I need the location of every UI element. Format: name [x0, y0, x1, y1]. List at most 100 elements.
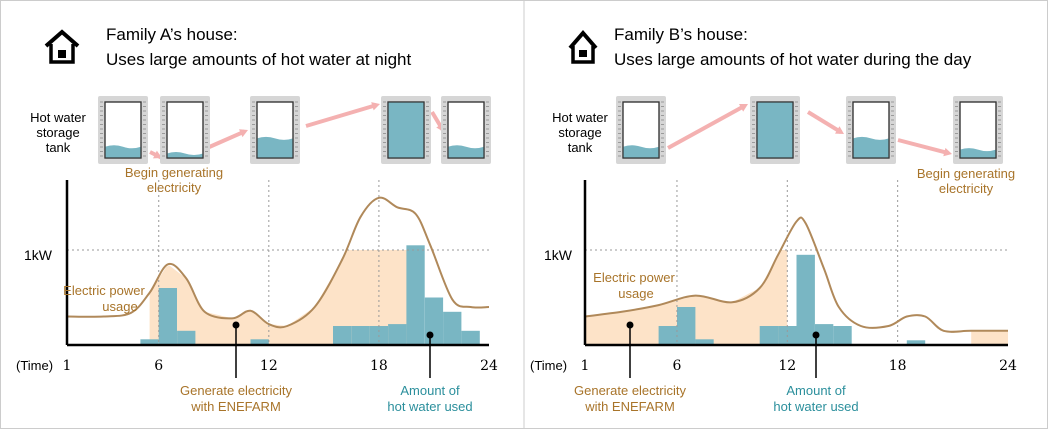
generate-label-line1: Generate electricity [574, 383, 686, 398]
tank-label-line3: tank [568, 140, 593, 155]
hot-water-bar [140, 339, 159, 345]
water-label-line2: hot water used [773, 399, 858, 414]
power-label-line1: Electric power [593, 270, 675, 285]
tank-outline [166, 101, 204, 159]
water-pointer-dot [426, 331, 434, 339]
hot-water-bar [424, 297, 444, 345]
x-axis-label: (Time) [16, 358, 53, 373]
x-tick-label: 6 [154, 358, 163, 374]
tank-label-line2: storage [558, 125, 601, 140]
x-tick-label: 12 [260, 358, 278, 374]
x-tick-label: 18 [370, 358, 388, 374]
hot-water-bar [695, 339, 714, 345]
tank-outline [959, 101, 997, 159]
generation-area [149, 250, 416, 345]
house-icon [44, 29, 80, 64]
chart-family-a: 1 6 12 18 24 [63, 180, 498, 374]
power-label-line1: Electric power [63, 283, 145, 298]
tank-arrow-head [371, 102, 380, 111]
tank-arrow-head [835, 126, 844, 134]
hot-water-bar [333, 326, 352, 345]
x-tick-label: 24 [999, 358, 1017, 374]
tank-sequence [98, 96, 491, 164]
tank-outline [447, 101, 485, 159]
tank-outline [756, 101, 794, 159]
x-tick-label: 6 [672, 358, 681, 374]
generate-pointer-dot [626, 321, 634, 329]
tank-outline [387, 101, 425, 159]
generate-label-line2: with ENEFARM [190, 399, 281, 414]
hot-water-bar [759, 326, 779, 345]
hot-water-bar [658, 326, 677, 345]
power-usage-line [584, 216, 1008, 333]
tank-water [853, 136, 889, 158]
panel-title-line1: Family A’s house: [106, 25, 238, 44]
power-usage-line [66, 196, 490, 329]
tank-arrow [206, 129, 246, 150]
generate-label-line2: with ENEFARM [584, 399, 675, 414]
tank-label-line2: storage [36, 125, 79, 140]
water-pointer-dot [812, 331, 820, 339]
tank-inner [166, 101, 204, 159]
panel-family-a: Family A’s house: Uses large amounts of … [16, 25, 498, 414]
generate-pointer-dot [232, 321, 240, 329]
tank-outline [256, 101, 294, 159]
tank-water [623, 145, 659, 158]
panel-title-line1: Family B’s house: [614, 25, 748, 44]
tank-water [960, 148, 996, 158]
tank-arrow [667, 105, 743, 150]
water-label-line2: hot water used [387, 399, 472, 414]
tank-water [757, 102, 793, 158]
generation-area [585, 250, 788, 345]
x-tick-label: 12 [778, 358, 796, 374]
tank-label-line3: tank [46, 140, 71, 155]
hot-water-bar [351, 326, 370, 345]
tank-water [167, 152, 203, 158]
tank-outline [622, 101, 660, 159]
hot-water-bar [388, 324, 407, 345]
tank-outline [852, 101, 890, 159]
x-tick-label: 24 [480, 358, 498, 374]
tank-arrow-head [153, 150, 162, 159]
hot-water-bar [677, 307, 696, 345]
tank-label-line1: Hot water [552, 110, 608, 125]
tank-arrow-head [943, 147, 952, 157]
hot-water-bar [796, 254, 815, 346]
hot-water-bar [406, 245, 425, 346]
y-axis-label: 1kW [544, 247, 573, 263]
power-label-line2: usage [618, 286, 653, 301]
generate-label-line1: Generate electricity [180, 383, 292, 398]
tank-arrow [806, 110, 843, 134]
hot-water-bar [158, 288, 177, 345]
tank-arrow [305, 103, 375, 128]
panel-family-b: Family B’s house: Uses large amounts of … [530, 25, 1017, 414]
tank-water [105, 145, 141, 158]
house-icon [568, 29, 598, 64]
tank-water [257, 136, 293, 158]
hot-water-bar [443, 311, 462, 346]
begin-label-line2: electricity [939, 181, 994, 196]
water-label-line1: Amount of [786, 383, 846, 398]
x-axis-label: (Time) [530, 358, 567, 373]
tank-label-line1: Hot water [30, 110, 86, 125]
generation-area [971, 330, 1008, 345]
begin-label-line1: Begin generating [125, 165, 223, 180]
tank-arrow [897, 138, 949, 155]
panel-title-line2: Uses large amounts of hot water during t… [614, 50, 972, 69]
hot-water-bar [461, 330, 480, 346]
begin-label-line1: Begin generating [917, 166, 1015, 181]
hot-water-bar [250, 339, 269, 345]
tank-water [448, 145, 484, 158]
hot-water-bar [906, 340, 926, 346]
tank-sequence [616, 96, 1003, 164]
water-label-line1: Amount of [400, 383, 460, 398]
tank-water [388, 102, 424, 158]
panel-title-line2: Uses large amounts of hot water at night [106, 50, 411, 69]
tank-arrow-head [239, 129, 248, 138]
hot-water-bar [833, 326, 852, 345]
x-tick-label: 1 [63, 358, 72, 374]
tank-outline [104, 101, 142, 159]
